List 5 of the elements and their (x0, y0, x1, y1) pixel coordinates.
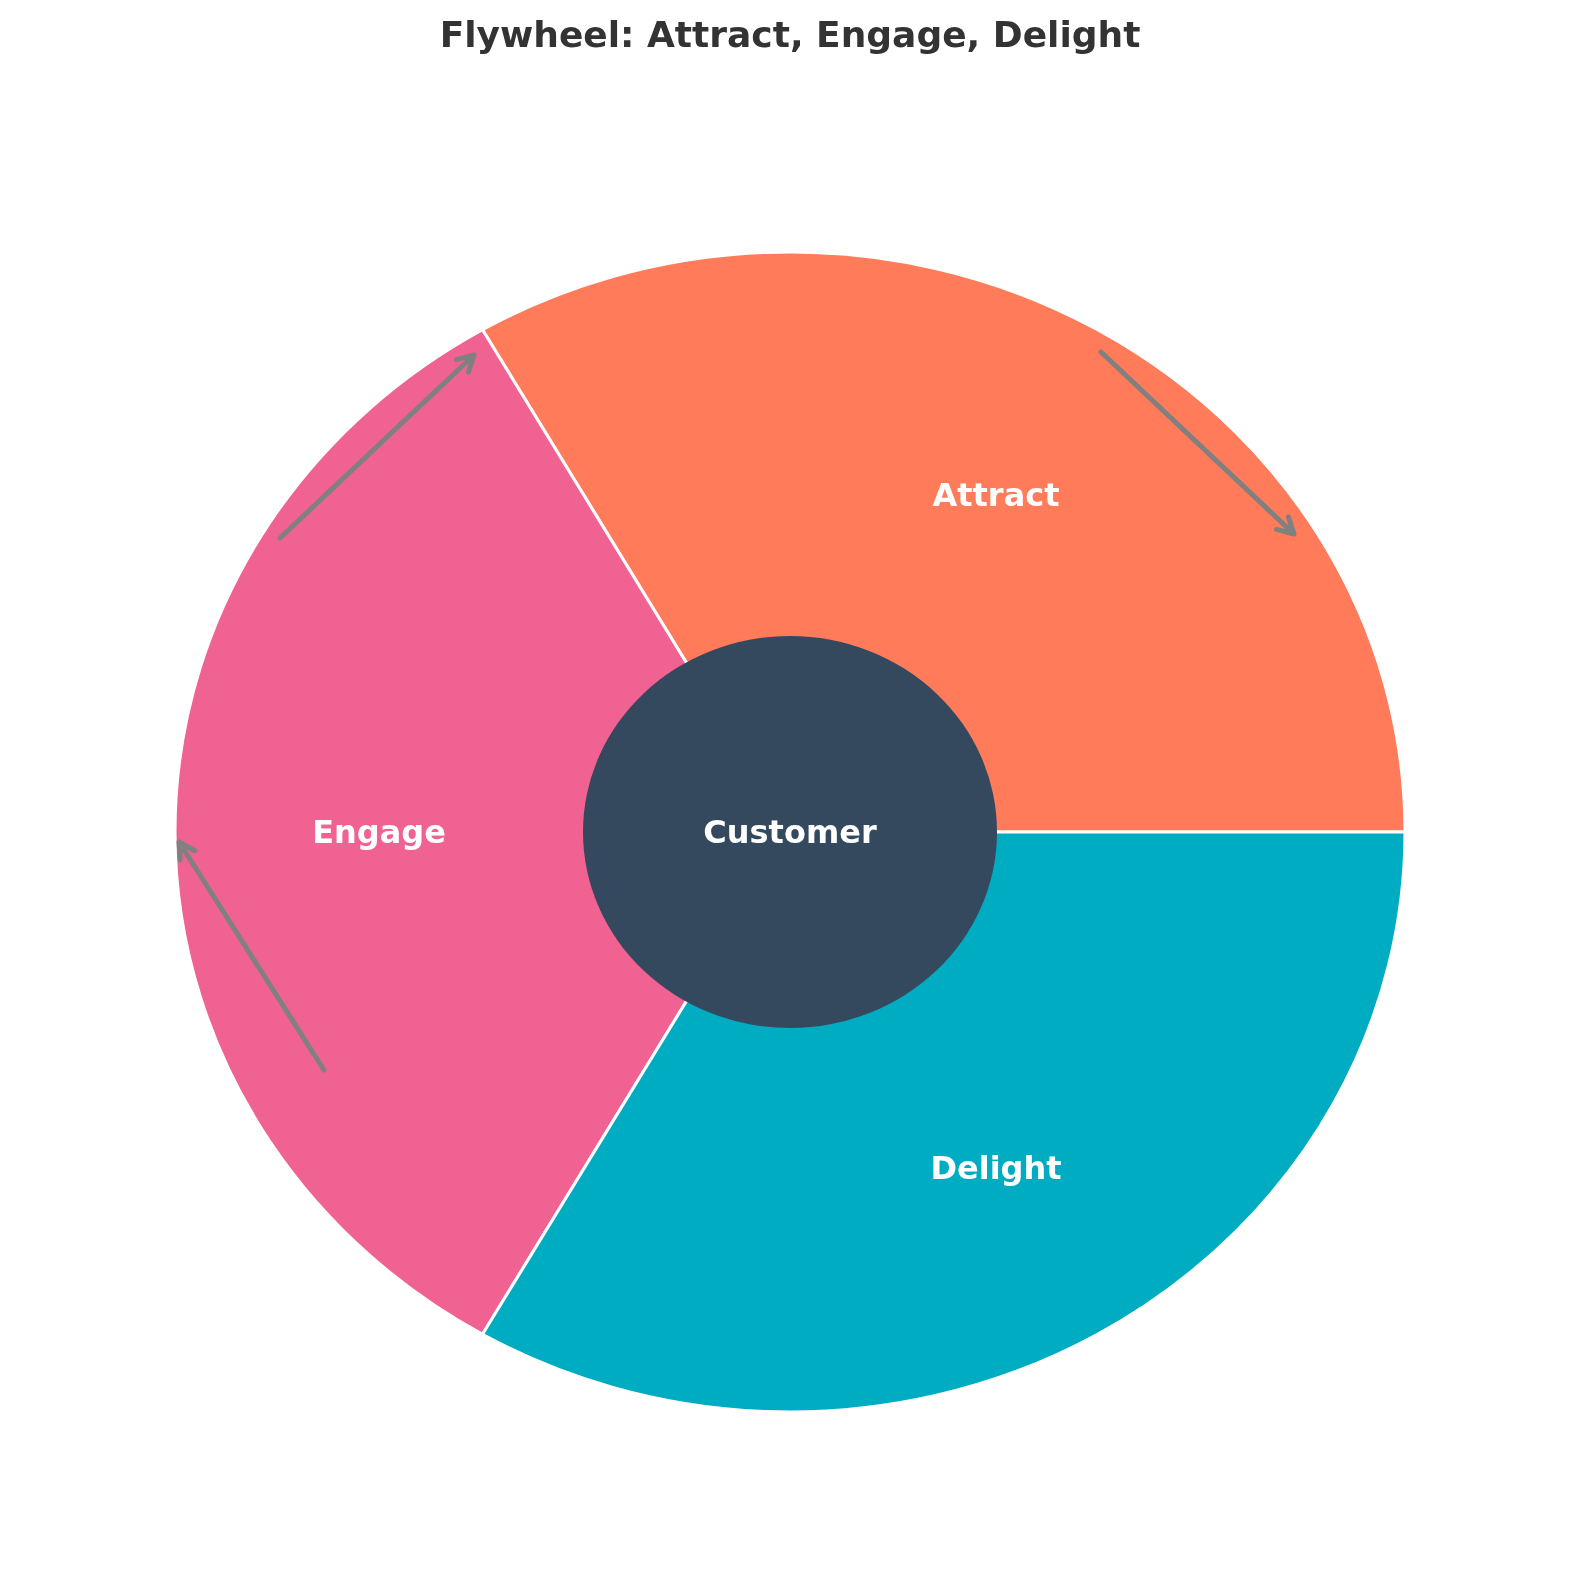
center-label: Customer (703, 813, 877, 851)
segment-label: Engage (312, 813, 446, 851)
diagram-title: Flywheel: Attract, Engage, Delight (438, 14, 1142, 55)
segment-label: Delight (930, 1149, 1062, 1187)
segment-label: Attract (932, 476, 1060, 514)
